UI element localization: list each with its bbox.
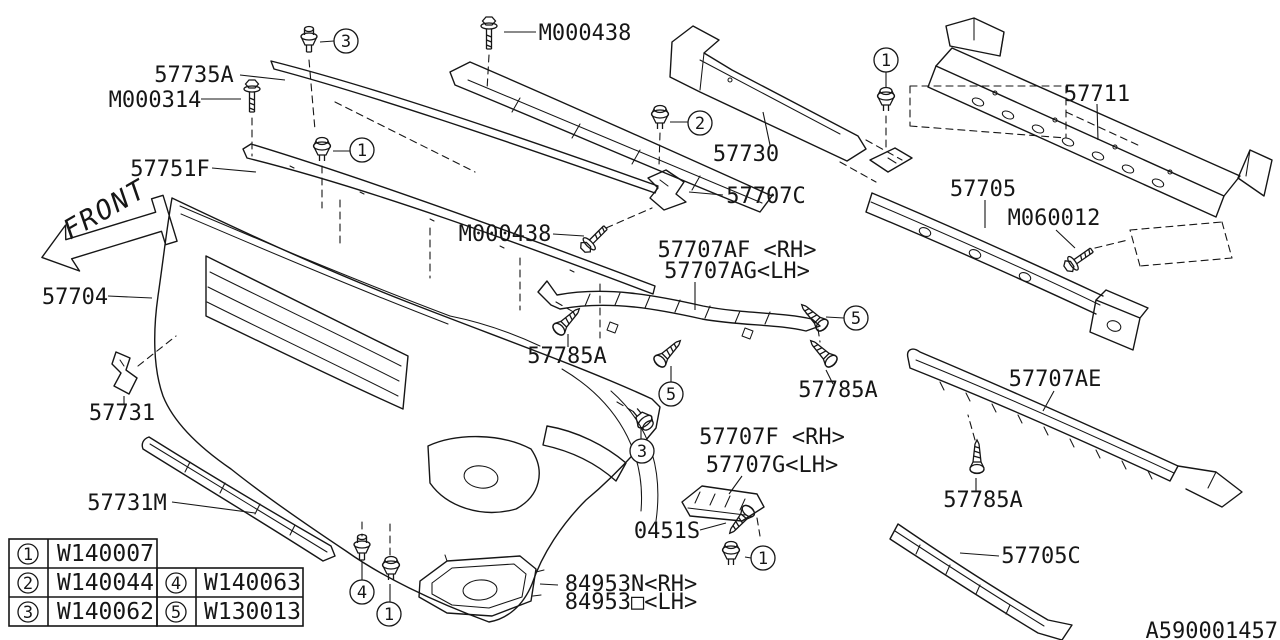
label-57731m[interactable]: 57731M — [87, 491, 166, 516]
grommet-clip-icon — [876, 86, 896, 112]
label-84953n-rh[interactable]: 84953N<RH> — [565, 572, 697, 597]
bolt-icon — [480, 16, 498, 50]
legend-row-4: 4 W140063 — [165, 570, 301, 596]
bracket-57707af-art — [537, 280, 821, 340]
grommet-clip-icon — [381, 555, 401, 581]
svg-text:1: 1 — [384, 605, 394, 625]
drawing-number: A590001457 — [1146, 619, 1278, 640]
absorber-57705-art — [865, 192, 1149, 351]
lower-grille-57731m-art — [141, 436, 336, 562]
label-57785a-mid[interactable]: 57785A — [798, 378, 877, 403]
label-57751f[interactable]: 57751F — [130, 157, 209, 182]
hidden-assembly-lines — [137, 54, 1233, 559]
callout-1[interactable]: 1 — [750, 545, 776, 571]
svg-text:4: 4 — [357, 583, 367, 603]
callout-3[interactable]: 3 — [333, 28, 359, 54]
label-0451s[interactable]: 0451S — [634, 519, 700, 544]
callout-5[interactable]: 5 — [843, 305, 869, 331]
callout-1[interactable]: 1 — [376, 601, 402, 627]
fastener-legend-table: 1 W140007 2 W140044 3 W140062 4 W140063 … — [8, 538, 304, 627]
screw-icon — [805, 335, 840, 370]
callout-1[interactable]: 1 — [349, 137, 375, 163]
callout-5[interactable]: 5 — [658, 381, 684, 407]
svg-text:1: 1 — [758, 549, 768, 569]
label-m060012[interactable]: M060012 — [1008, 206, 1101, 231]
bumper-face-57704-art — [154, 197, 661, 623]
legend-row-2: 2 W140044 — [17, 570, 154, 596]
label-57707ae[interactable]: 57707AE — [1009, 367, 1102, 392]
label-57704[interactable]: 57704 — [42, 285, 108, 310]
label-m000438-mid[interactable]: M000438 — [459, 222, 552, 247]
legend-code: W140044 — [57, 570, 154, 596]
svg-text:2: 2 — [695, 114, 705, 134]
legend-num: 5 — [171, 603, 181, 623]
legend-code: W140063 — [204, 570, 301, 596]
front-arrow-icon — [41, 194, 178, 272]
label-57707g-lh[interactable]: 57707G<LH> — [706, 453, 838, 478]
bracket-57707f-art — [681, 485, 765, 522]
label-57785a-left[interactable]: 57785A — [527, 344, 606, 369]
legend-row-1: 1 W140007 — [17, 541, 154, 567]
label-m000314[interactable]: M000314 — [109, 88, 202, 113]
callout-2[interactable]: 2 — [687, 110, 713, 136]
legend-num: 1 — [23, 545, 33, 565]
grommet-clip-icon — [312, 136, 332, 162]
label-57707c[interactable]: 57707C — [726, 184, 805, 209]
legend-row-5: 5 W130013 — [165, 599, 301, 625]
bracket-57707c-art — [647, 169, 687, 211]
upper-support-bar-art — [449, 61, 773, 213]
bolt-icon — [243, 79, 261, 113]
svg-text:5: 5 — [851, 309, 861, 329]
fog-lamp-cover-84953-art — [418, 554, 545, 617]
svg-text:5: 5 — [666, 385, 676, 405]
label-57705[interactable]: 57705 — [950, 177, 1016, 202]
leader-lines — [107, 31, 1099, 602]
sight-shield-57730-art — [669, 25, 867, 162]
label-84953-lh[interactable]: 84953□<LH> — [565, 590, 697, 615]
legend-code: W130013 — [204, 599, 301, 625]
label-57707f-rh[interactable]: 57707F <RH> — [699, 425, 845, 450]
bolt-icon — [1060, 242, 1098, 276]
label-57735a[interactable]: 57735A — [154, 63, 233, 88]
legend-code: W140062 — [57, 599, 154, 625]
lower-absorber-57705c-art — [889, 523, 1073, 640]
label-57731[interactable]: 57731 — [89, 401, 155, 426]
clip-icon — [353, 533, 371, 561]
legend-row-3: 3 W140062 — [17, 599, 154, 625]
label-57711[interactable]: 57711 — [1064, 82, 1130, 107]
molding-57751f-art — [242, 143, 656, 295]
grommet-clip-icon — [628, 403, 658, 435]
front-label: FRONT — [58, 174, 153, 246]
front-direction-indicator: FRONT — [41, 174, 178, 272]
svg-text:3: 3 — [341, 32, 351, 52]
legend-num: 4 — [171, 574, 181, 594]
svg-text:3: 3 — [637, 442, 647, 462]
callout-1[interactable]: 1 — [873, 47, 899, 73]
callout-3[interactable]: 3 — [629, 438, 655, 464]
bolt-icon — [576, 221, 612, 257]
label-57730[interactable]: 57730 — [713, 142, 779, 167]
label-57785a-bottom[interactable]: 57785A — [943, 488, 1022, 513]
retainer-57707ae-art — [906, 348, 1243, 508]
svg-text:1: 1 — [881, 51, 891, 71]
clip-icon — [300, 25, 318, 53]
clip-bracket-57731-art — [111, 351, 138, 395]
svg-text:1: 1 — [357, 141, 367, 161]
legend-code: W140007 — [57, 541, 154, 567]
label-m000438-top[interactable]: M000438 — [539, 21, 632, 46]
screw-icon — [651, 335, 686, 370]
legend-num: 3 — [23, 603, 33, 623]
label-57707ag-lh[interactable]: 57707AG<LH> — [664, 259, 810, 284]
label-57705c[interactable]: 57705C — [1001, 544, 1080, 569]
grommet-clip-icon — [650, 104, 670, 130]
bumper-beam-57711-art — [869, 17, 1273, 218]
label-57707af-rh[interactable]: 57707AF <RH> — [658, 238, 817, 263]
grommet-clip-icon — [721, 540, 741, 566]
screw-icon — [969, 439, 985, 475]
callout-4[interactable]: 4 — [349, 579, 375, 605]
legend-num: 2 — [23, 574, 33, 594]
upper-strip-57735a-art — [270, 60, 659, 194]
